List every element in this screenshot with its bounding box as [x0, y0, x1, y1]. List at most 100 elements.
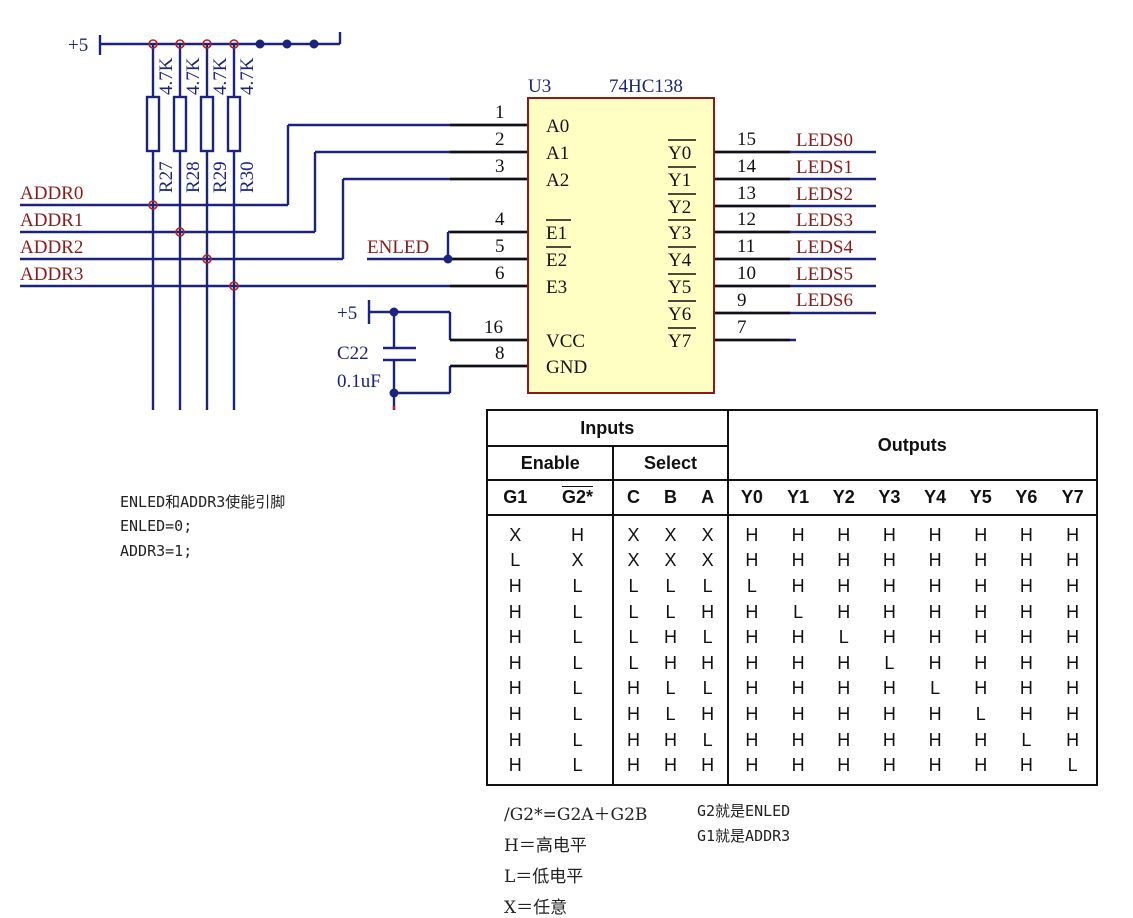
table-cell: H [882, 550, 896, 571]
resistor-value-3: 4.7K [210, 57, 231, 95]
table-cell: H [974, 755, 988, 776]
col-header: Y5 [957, 480, 1004, 516]
table-cell: L [1021, 729, 1032, 750]
table-cell: H [1066, 550, 1080, 571]
table-cell: H [663, 652, 677, 673]
table-cell: H [974, 627, 988, 648]
table-cell: X [688, 515, 729, 548]
column-header-row: G1 G2* C B A Y0 Y1 Y2 Y3 Y4 Y5 Y6 Y7 [487, 480, 1097, 516]
pin-num: 3 [495, 156, 505, 177]
col-header: B [652, 480, 689, 516]
enable-header: Enable [487, 446, 615, 481]
col-header: Y4 [912, 480, 958, 516]
table-cell: H [745, 627, 759, 648]
resistor-ref-r30: R30 [237, 161, 258, 193]
table-cell: H [791, 627, 805, 648]
ic-ref: U3 [528, 76, 551, 97]
table-cell: H [508, 703, 522, 724]
resistor-ref-r29: R29 [210, 161, 231, 193]
pin-name-y1: Y1 [668, 170, 691, 191]
table-cell: L [542, 649, 615, 676]
table-cell: L [628, 575, 639, 596]
table-cell: H [791, 678, 805, 699]
resistor-r29 [199, 95, 215, 153]
pin-num: 2 [495, 129, 505, 150]
col-header: Y7 [1049, 480, 1097, 516]
enable-note-line-2: ENLED=0; [120, 517, 193, 535]
pin-name-e2: E2 [546, 250, 567, 271]
net-label-enled: ENLED [367, 237, 429, 258]
table-cell: H [745, 652, 759, 673]
table-cell: L [542, 624, 615, 650]
table-cell: H [791, 652, 805, 673]
table-cell: L [838, 627, 849, 648]
table-cell: H [791, 575, 805, 596]
resistor-value-2: 4.7K [183, 57, 204, 95]
table-cell: L [542, 573, 615, 599]
pin-num: 12 [737, 209, 756, 230]
table-cell: H [882, 627, 896, 648]
table-cell: H [688, 598, 729, 625]
pin-num: 5 [495, 236, 505, 257]
pin-num: 7 [737, 317, 747, 338]
table-cell: H [626, 729, 640, 750]
pin-name-y3: Y3 [668, 223, 691, 244]
table-cell: H [791, 703, 805, 724]
table-cell: H [1019, 575, 1033, 596]
table-cell: H [837, 678, 851, 699]
table-cell: H [928, 601, 942, 622]
resistor-value-1: 4.7K [156, 57, 177, 95]
table-cell: H [974, 601, 988, 622]
pin-name-e3: E3 [546, 277, 567, 298]
table-cell: H [974, 524, 988, 545]
enable-note-line-1: ENLED和ADDR3使能引脚 [120, 493, 286, 511]
table-cell: H [974, 652, 988, 673]
legend-line-4: X＝任意 [504, 898, 568, 918]
table-cell: H [1019, 550, 1033, 571]
table-cell: H [688, 752, 729, 785]
resistor-ref-r27: R27 [156, 161, 177, 193]
table-cell: H [508, 575, 522, 596]
table-cell: L [628, 601, 639, 622]
table-cell: H [745, 755, 759, 776]
table-cell: H [745, 729, 759, 750]
table-cell: X [688, 547, 729, 574]
table-cell: L [688, 624, 729, 650]
table-cell: H [928, 627, 942, 648]
table-cell: H [882, 601, 896, 622]
truth-table: Inputs Outputs Enable Select G1 G2* C B … [486, 409, 1098, 786]
table-cell: H [882, 524, 896, 545]
table-cell: H [542, 515, 615, 548]
table-cell: H [745, 703, 759, 724]
table-cell: H [663, 729, 677, 750]
table-cell: L [793, 601, 804, 622]
table-cell: H [928, 550, 942, 571]
table-cell: H [928, 652, 942, 673]
table-cell: H [1019, 678, 1033, 699]
table-cell: H [688, 649, 729, 676]
col-header: Y6 [1003, 480, 1050, 516]
schematic-diagram: +5 4.7K 4.7K 4.7K 4.7K R27 R28 R29 R30 A… [20, 32, 876, 410]
resistor-r27 [145, 95, 161, 153]
table-cell: H [508, 652, 522, 673]
table-cell: H [882, 729, 896, 750]
table-cell: X [664, 550, 677, 571]
table-cell: H [791, 755, 805, 776]
table-cell: H [837, 755, 851, 776]
ic-body [527, 97, 715, 394]
col-header: A [688, 480, 729, 516]
col-header: Y3 [866, 480, 913, 516]
table-cell: H [837, 601, 851, 622]
inputs-header: Inputs [487, 410, 729, 447]
table-cell: H [882, 755, 896, 776]
table-cell: L [746, 575, 757, 596]
table-cell: H [928, 755, 942, 776]
table-cell: H [791, 729, 805, 750]
cap-value: 0.1uF [337, 371, 381, 392]
table-cell: H [1019, 601, 1033, 622]
table-cell: H [626, 703, 640, 724]
